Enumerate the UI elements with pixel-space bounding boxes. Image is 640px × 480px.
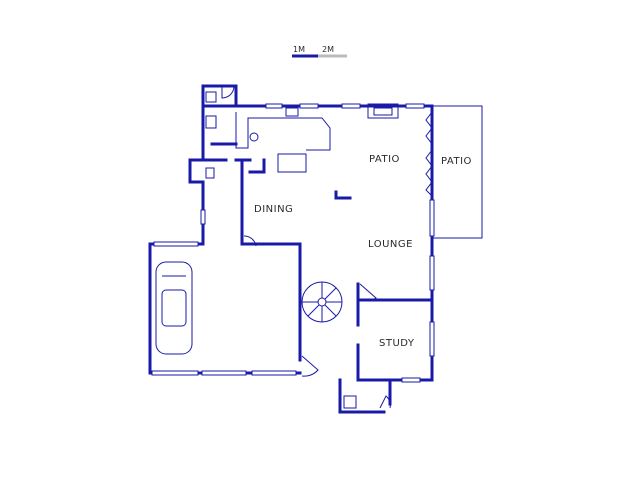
patio-outline (432, 105, 483, 239)
stove-icon (285, 107, 299, 117)
car-icon (155, 261, 193, 355)
door-swing-entrance (301, 355, 319, 377)
room-label-study: STUDY (379, 338, 415, 349)
scale-label-2m: 2M (322, 45, 334, 54)
scale-label-1m: 1M (293, 45, 305, 54)
toilet-fixture-bottom (343, 395, 357, 409)
fireplace-icon (367, 103, 399, 119)
basin-top (205, 91, 217, 103)
folding-door-upper (425, 111, 433, 145)
toilet-fixture (205, 115, 217, 129)
door-swing-study (359, 283, 377, 302)
folding-door-lower (425, 149, 433, 197)
room-label-lounge: LOUNGE (368, 239, 413, 250)
room-label-dining: DINING (254, 204, 293, 215)
door-swing-top (221, 85, 235, 99)
scale-bar: 1M 2M (292, 45, 347, 58)
door-swing-bottom (379, 395, 391, 409)
spiral-staircase (301, 281, 343, 323)
kitchen-counter (235, 112, 331, 151)
door-swing-dining (243, 235, 257, 247)
sink-icon (249, 132, 259, 142)
room-label-patio-outer: PATIO (441, 156, 472, 167)
kitchen-island (277, 153, 307, 173)
windows (151, 103, 435, 383)
room-label-patio-inner: PATIO (369, 154, 400, 165)
basin-fixture (205, 167, 215, 179)
fireplace-hearth (373, 107, 393, 116)
